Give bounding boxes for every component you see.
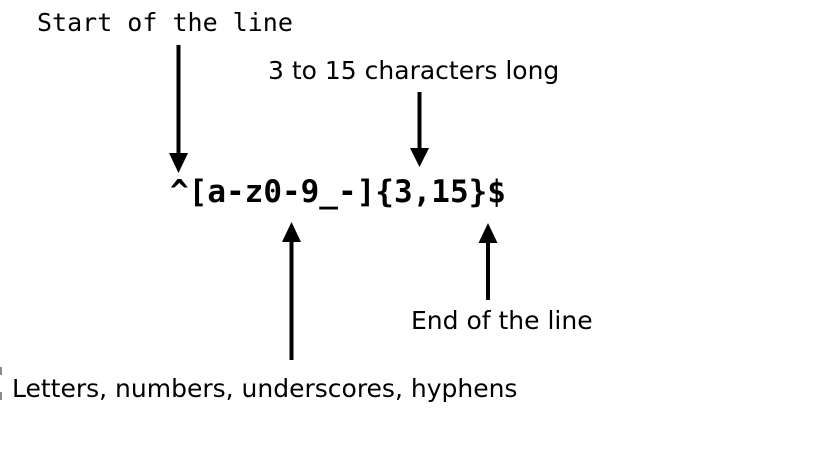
character-class-label: Letters, numbers, underscores, hyphens <box>12 374 518 403</box>
regex-pattern-text: ^[a-z0-9_-]{3,15}$ <box>170 174 506 210</box>
up-arrow-character-class <box>282 222 301 360</box>
left-edge-artifact-mark <box>0 367 2 375</box>
down-arrow-length <box>410 92 429 167</box>
up-arrow-end-of-line <box>478 223 498 300</box>
start-of-line-label: Start of the line <box>37 8 293 37</box>
end-of-line-label: End of the line <box>411 306 593 335</box>
down-arrow-start-of-line <box>169 45 188 173</box>
left-edge-artifact-mark <box>0 392 2 400</box>
length-quantifier-label: 3 to 15 characters long <box>268 56 560 85</box>
